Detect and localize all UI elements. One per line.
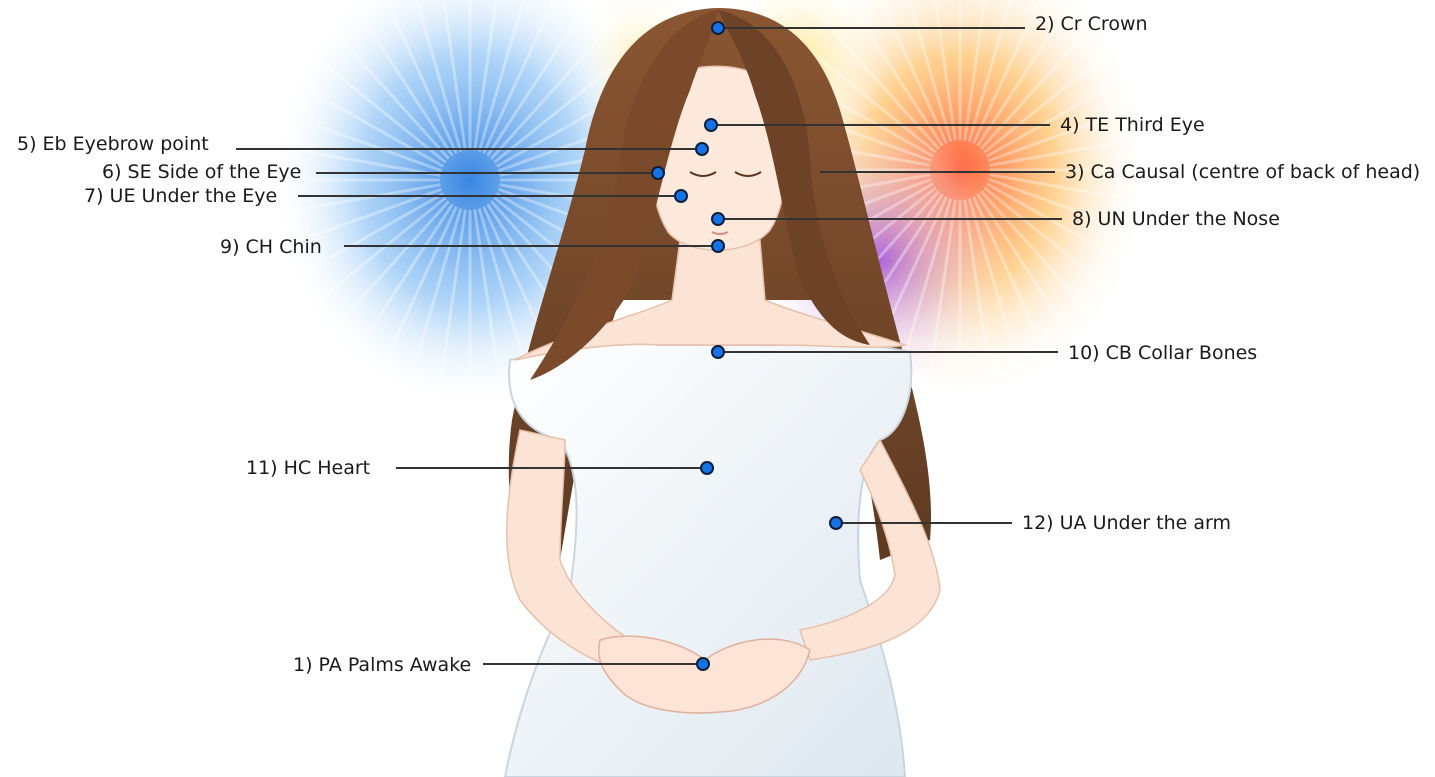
point-label-ca: 3) Ca Causal (centre of back of head) [1065, 161, 1420, 183]
tapping-point-te [705, 119, 717, 131]
tapping-point-hc [701, 462, 713, 474]
point-label-se: 6) SE Side of the Eye [102, 161, 301, 183]
point-label-ue: 7) UE Under the Eye [84, 185, 277, 207]
point-label-eb: 5) Eb Eyebrow point [17, 133, 209, 155]
tapping-point-ua [830, 517, 842, 529]
tapping-point-ch [712, 240, 724, 252]
tapping-point-un [712, 213, 724, 225]
point-label-ch: 9) CH Chin [220, 236, 322, 258]
point-label-cr: 2) Cr Crown [1035, 13, 1148, 35]
point-label-hc: 11) HC Heart [246, 457, 370, 479]
tapping-point-se [652, 167, 664, 179]
tapping-point-pa [697, 658, 709, 670]
tapping-point-cb [712, 346, 724, 358]
point-label-te: 4) TE Third Eye [1060, 114, 1205, 136]
point-label-un: 8) UN Under the Nose [1072, 208, 1280, 230]
point-label-ua: 12) UA Under the arm [1022, 512, 1231, 534]
tapping-point-ue [675, 190, 687, 202]
point-label-cb: 10) CB Collar Bones [1068, 342, 1257, 364]
tapping-point-cr [712, 22, 724, 34]
point-label-pa: 1) PA Palms Awake [293, 654, 471, 676]
tapping-point-eb [696, 143, 708, 155]
